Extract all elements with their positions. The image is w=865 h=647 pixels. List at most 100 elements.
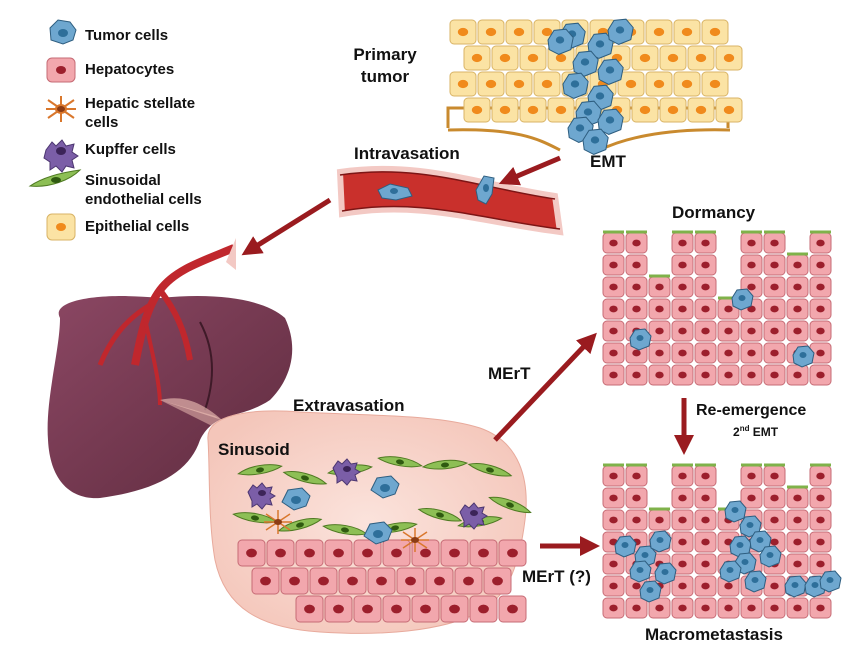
- tumor-cell: [572, 50, 599, 77]
- hepatocyte: [740, 364, 763, 386]
- hepatocyte: [694, 509, 717, 531]
- endothelial-cell: [488, 496, 532, 514]
- epithelial-cell: [617, 71, 645, 97]
- dormancy-tissue: [602, 230, 832, 386]
- tumor-cell: [719, 560, 742, 583]
- hepatocyte: [763, 575, 786, 597]
- hepatocyte: [625, 487, 648, 509]
- tumor-cell: [607, 18, 634, 45]
- hepatocyte: [786, 597, 809, 619]
- hepatocyte: [382, 539, 411, 567]
- hepatocyte: [280, 567, 309, 595]
- hepatocyte: [671, 364, 694, 386]
- epithelial-cell: [631, 45, 659, 71]
- hepatocyte: [786, 320, 809, 342]
- hepatocyte: [671, 597, 694, 619]
- hepatocyte: [694, 364, 717, 386]
- primary-tumor-tissue: [446, 18, 743, 155]
- hepatocyte: [237, 539, 266, 567]
- hepatocyte: [367, 567, 396, 595]
- arrow-emt-to-vessel: [498, 155, 561, 186]
- hepatocyte: [648, 342, 671, 364]
- tumor-cell: [547, 28, 574, 55]
- hepatocyte: [671, 320, 694, 342]
- hepatocyte: [786, 364, 809, 386]
- hepatocyte: [440, 539, 469, 567]
- epithelial-cell: [645, 19, 673, 45]
- hepatocyte: [671, 298, 694, 320]
- hepatocyte: [602, 465, 625, 487]
- hepatocyte: [809, 553, 832, 575]
- tumor-cell: [582, 128, 609, 155]
- arrow-vessel-to-liver: [241, 197, 332, 256]
- hepatocyte: [671, 553, 694, 575]
- epithelial-cell: [449, 71, 477, 97]
- hepatocyte: [694, 320, 717, 342]
- epithelial-cell: [533, 71, 561, 97]
- hepatocyte: [266, 539, 295, 567]
- hepatocyte: [786, 487, 809, 509]
- hepatocyte: [602, 509, 625, 531]
- epithelial-cell: [631, 97, 659, 123]
- epithelial-cell: [715, 45, 743, 71]
- label-macrometastasis: Macrometastasis: [645, 625, 783, 644]
- hepatocyte: [717, 597, 740, 619]
- hepatocyte: [625, 509, 648, 531]
- hepatocyte: [763, 298, 786, 320]
- epithelial-cell: [463, 45, 491, 71]
- hepatocyte: [602, 232, 625, 254]
- hepatocyte: [694, 553, 717, 575]
- label-emt: EMT: [590, 152, 626, 171]
- hepatocyte: [717, 364, 740, 386]
- hepatocyte: [694, 298, 717, 320]
- hepatocyte: [411, 539, 440, 567]
- hepatocyte: [469, 595, 498, 623]
- stellate-cell: [401, 528, 429, 552]
- sinusoid-cell-layer: [232, 456, 532, 552]
- kupffer-cell: [459, 502, 488, 530]
- tumor-cell: [597, 58, 624, 85]
- hepatocyte: [602, 364, 625, 386]
- hepatocyte: [602, 342, 625, 364]
- hepatocyte: [740, 342, 763, 364]
- hepatocyte: [648, 509, 671, 531]
- hepatocyte: [763, 597, 786, 619]
- hepatocyte: [671, 342, 694, 364]
- hepatocyte: [763, 276, 786, 298]
- epithelial-cell: [645, 71, 673, 97]
- hepatocyte: [763, 465, 786, 487]
- label-mert-question: MErT (?): [522, 567, 591, 586]
- label-second-emt: 2nd EMT: [733, 424, 778, 439]
- hepatocyte: [324, 595, 353, 623]
- hepatocyte: [602, 487, 625, 509]
- hepatocyte: [740, 597, 763, 619]
- legend-icons: [28, 19, 82, 241]
- hepatocyte: [763, 320, 786, 342]
- liver: [47, 238, 293, 499]
- second-emt-suffix: nd: [739, 424, 750, 433]
- epithelial-cell: [687, 45, 715, 71]
- tumor-cell-icon: [49, 19, 77, 45]
- hepatocyte: [602, 298, 625, 320]
- hepatocyte: [786, 254, 809, 276]
- hepatocyte: [648, 298, 671, 320]
- tumor-cell: [731, 288, 754, 311]
- hepatocyte: [353, 539, 382, 567]
- hepatocyte: [809, 531, 832, 553]
- hepatocyte: [740, 465, 763, 487]
- hepatocyte: [763, 254, 786, 276]
- endothelial-cell: [377, 456, 423, 468]
- epithelial-cell: [547, 97, 575, 123]
- epithelial-cell: [701, 71, 729, 97]
- hepatocyte: [498, 539, 527, 567]
- hepatocyte: [602, 320, 625, 342]
- epithelial-cell: [449, 19, 477, 45]
- hepatocyte: [353, 595, 382, 623]
- epithelial-cell-icon: [46, 213, 76, 241]
- endothelial-cell: [282, 471, 328, 485]
- hepatocyte: [809, 364, 832, 386]
- stellate-cell-icon: [46, 96, 76, 122]
- label-extravasation: Extravasation: [293, 396, 405, 415]
- epithelial-cell: [519, 97, 547, 123]
- hepatocyte: [717, 575, 740, 597]
